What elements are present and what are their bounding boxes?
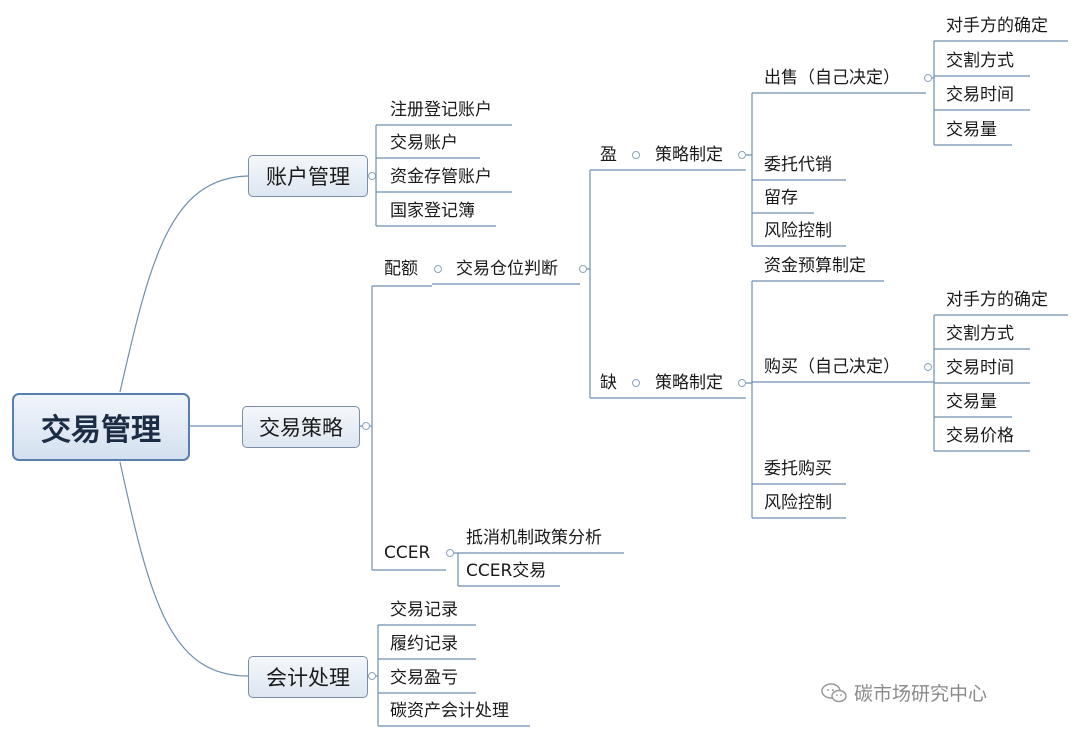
budget-node[interactable]: 资金预算制定 <box>764 256 866 276</box>
toggle-accounting <box>368 672 376 680</box>
connector-buy-items <box>924 314 1068 452</box>
watermark: 碳市场研究中心 <box>820 679 987 706</box>
toggle-surplus-plan <box>738 151 746 159</box>
accounting-item-4[interactable]: 碳资产会计处理 <box>390 701 509 721</box>
connector-strategy-sub <box>360 285 446 571</box>
sell-item-2[interactable]: 交割方式 <box>946 51 1014 71</box>
accounting-item-3[interactable]: 交易盈亏 <box>390 668 458 688</box>
toggle-shortage <box>632 379 640 387</box>
branch-account-label: 账户管理 <box>266 165 350 189</box>
watermark-text: 碳市场研究中心 <box>854 683 988 705</box>
toggle-position <box>579 265 587 273</box>
connector-root-account <box>119 175 249 393</box>
surplus-node[interactable]: 盈 <box>600 145 617 165</box>
shortage-plan-node[interactable]: 策略制定 <box>655 373 723 393</box>
sell-item-3[interactable]: 交易时间 <box>946 85 1014 105</box>
sell-node[interactable]: 出售（自己决定） <box>764 68 900 88</box>
account-item-3[interactable]: 资金存管账户 <box>390 167 492 187</box>
account-item-2[interactable]: 交易账户 <box>390 133 458 153</box>
shortage-other-2[interactable]: 风险控制 <box>764 493 832 513</box>
position-node[interactable]: 交易仓位判断 <box>456 259 558 279</box>
toggle-account <box>368 172 376 180</box>
connector-position-split <box>580 169 630 399</box>
account-item-4[interactable]: 国家登记簿 <box>390 201 475 221</box>
ccer-item-1[interactable]: 抵消机制政策分析 <box>466 528 602 548</box>
account-item-1[interactable]: 注册登记账户 <box>390 100 492 120</box>
shortage-node[interactable]: 缺 <box>600 373 617 393</box>
buy-node[interactable]: 购买（自己决定） <box>764 357 900 377</box>
surplus-other-3[interactable]: 风险控制 <box>764 221 832 241</box>
branch-accounting[interactable]: 会计处理 <box>248 656 368 698</box>
shortage-other-1[interactable]: 委托购买 <box>764 459 832 479</box>
surplus-other-2[interactable]: 留存 <box>764 188 798 208</box>
toggle-buy <box>924 363 932 371</box>
sell-item-4[interactable]: 交易量 <box>946 120 997 140</box>
toggle-sell <box>924 74 932 82</box>
buy-item-5[interactable]: 交易价格 <box>946 426 1014 446</box>
accounting-item-2[interactable]: 履约记录 <box>390 634 458 654</box>
branch-accounting-label: 会计处理 <box>266 666 350 690</box>
ccer-node[interactable]: CCER <box>384 543 431 563</box>
connector-root-accounting <box>119 461 249 677</box>
toggle-surplus <box>632 151 640 159</box>
root-node[interactable]: 交易管理 <box>12 393 190 461</box>
toggle-strategy <box>362 422 370 430</box>
branch-strategy-label: 交易策略 <box>259 416 343 440</box>
root-label: 交易管理 <box>41 413 161 448</box>
buy-item-3[interactable]: 交易时间 <box>946 358 1014 378</box>
buy-item-4[interactable]: 交易量 <box>946 392 997 412</box>
connector-surplus-children <box>746 92 926 247</box>
toggle-ccer <box>446 549 454 557</box>
connector-shortage-children <box>746 280 924 519</box>
wechat-icon <box>821 683 847 703</box>
branch-strategy[interactable]: 交易策略 <box>242 406 360 448</box>
surplus-other-1[interactable]: 委托代销 <box>764 155 832 175</box>
sell-item-1[interactable]: 对手方的确定 <box>946 16 1048 36</box>
buy-item-2[interactable]: 交割方式 <box>946 324 1014 344</box>
surplus-plan-node[interactable]: 策略制定 <box>655 145 723 165</box>
quota-node[interactable]: 配额 <box>384 259 418 279</box>
ccer-item-2[interactable]: CCER交易 <box>466 561 547 581</box>
branch-account[interactable]: 账户管理 <box>248 155 368 197</box>
toggle-shortage-plan <box>738 379 746 387</box>
toggle-quota <box>434 265 442 273</box>
accounting-item-1[interactable]: 交易记录 <box>390 600 458 620</box>
buy-item-1[interactable]: 对手方的确定 <box>946 290 1048 310</box>
